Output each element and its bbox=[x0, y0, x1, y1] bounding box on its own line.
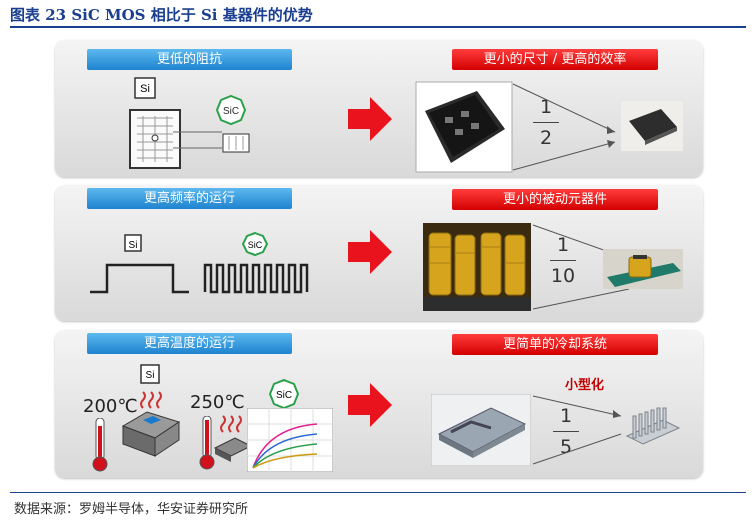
sic-chip-label: SiC bbox=[276, 390, 292, 401]
ratio-denominator: 10 bbox=[550, 265, 576, 287]
label-low-resistance: 更低的阻抗 bbox=[87, 49, 292, 70]
arrow-icon bbox=[348, 383, 392, 427]
source-note: 数据来源：罗姆半导体，华安证券研究所 bbox=[14, 502, 249, 517]
switching-waveform-illustration: Si SiC bbox=[90, 231, 309, 294]
thermometer-icon bbox=[199, 416, 215, 470]
connector-lines bbox=[512, 83, 616, 171]
si-heatsink-illustration bbox=[121, 391, 181, 457]
label-smaller-passive: 更小的被动元器件 bbox=[452, 189, 658, 210]
label-high-temperature: 更高温度的运行 bbox=[87, 333, 292, 354]
sic-temperature: 250℃ bbox=[190, 392, 245, 413]
si-chip-icon: Si bbox=[140, 364, 160, 384]
arrow-icon bbox=[348, 97, 392, 141]
small-module-image bbox=[621, 101, 683, 151]
title-rule bbox=[10, 26, 746, 28]
small-inductor-image bbox=[603, 249, 683, 289]
thermometer-icon bbox=[92, 418, 108, 472]
ratio-denominator: 5 bbox=[559, 436, 573, 458]
ratio-denominator: 2 bbox=[539, 127, 553, 149]
label-simpler-cooling: 更简单的冷却系统 bbox=[452, 334, 658, 355]
si-chip-label: Si bbox=[146, 370, 155, 381]
ratio-fraction: 1 5 bbox=[549, 404, 583, 459]
sic-chip-label: SiC bbox=[223, 106, 239, 117]
miniaturization-label: 小型化 bbox=[565, 378, 605, 393]
large-heatsink-image bbox=[431, 394, 531, 466]
connector-lines bbox=[532, 395, 622, 465]
ratio-numerator: 1 bbox=[556, 234, 570, 256]
panel-high-frequency: 更高频率的运行 更小的被动元器件 Si SiC 1 10 bbox=[55, 185, 703, 321]
sic-die-illustration: SiC bbox=[215, 94, 250, 153]
si-chip-label: Si bbox=[129, 240, 138, 251]
ratio-fraction: 1 10 bbox=[546, 233, 580, 288]
si-temperature: 200℃ bbox=[83, 396, 138, 417]
si-chip-label: Si bbox=[140, 83, 150, 95]
large-inductor-image bbox=[423, 223, 531, 311]
large-module-image bbox=[415, 81, 513, 173]
panel-high-temperature: 更高温度的运行 更简单的冷却系统 Si 200℃ 250℃ SiC bbox=[55, 330, 703, 478]
si-die-illustration: Si bbox=[129, 77, 222, 169]
panel-low-resistance: 更低的阻抗 更小的尺寸 / 更高的效率 Si SiC 1 2 bbox=[55, 40, 703, 177]
footer-rule bbox=[10, 492, 746, 493]
label-high-frequency: 更高频率的运行 bbox=[87, 188, 292, 209]
sic-chip-label: SiC bbox=[248, 240, 263, 250]
small-heatsink-image bbox=[625, 407, 681, 445]
figure-title: 图表 23 SiC MOS 相比于 Si 基器件的优势 bbox=[10, 6, 313, 24]
label-smaller-size: 更小的尺寸 / 更高的效率 bbox=[452, 49, 658, 70]
arrow-icon bbox=[348, 230, 392, 274]
sic-octagon-icon: SiC bbox=[268, 378, 300, 410]
ratio-numerator: 1 bbox=[559, 405, 573, 427]
iv-curve-chart-image bbox=[247, 408, 333, 472]
